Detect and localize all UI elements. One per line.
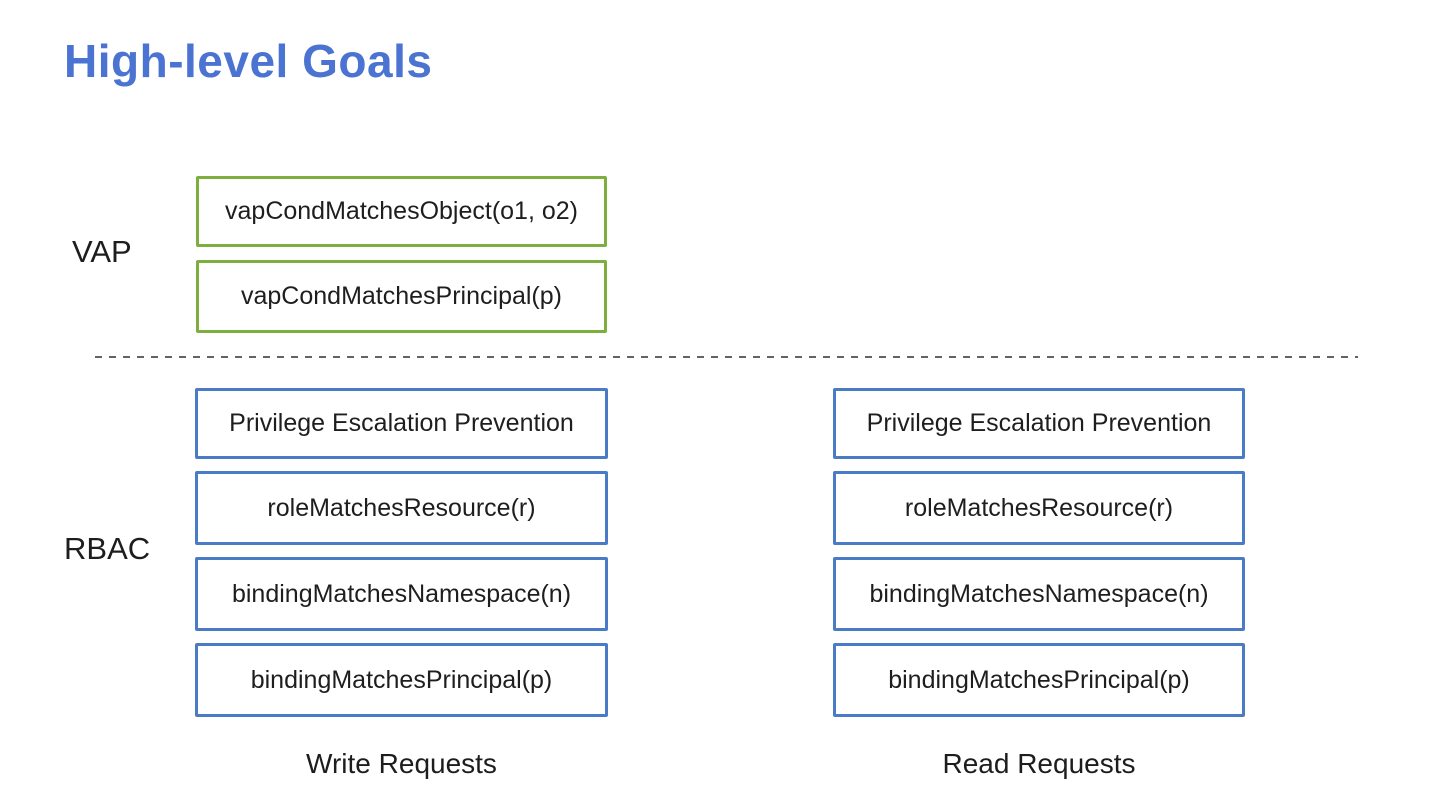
read-box-privilege-escalation-prevention: Privilege Escalation Prevention [833, 388, 1245, 459]
read-box-role-matches-resource: roleMatchesResource(r) [833, 471, 1245, 545]
read-box-binding-matches-namespace: bindingMatchesNamespace(n) [833, 557, 1245, 631]
page-title: High-level Goals [64, 35, 433, 87]
write-box-binding-matches-namespace: bindingMatchesNamespace(n) [195, 557, 608, 631]
vap-section-label: VAP [72, 234, 132, 269]
rbac-section-label: RBAC [64, 531, 151, 566]
vap-box-cond-matches-object: vapCondMatchesObject(o1, o2) [196, 176, 607, 247]
write-box-role-matches-resource: roleMatchesResource(r) [195, 471, 608, 545]
section-divider-dashed-line [95, 356, 1358, 358]
read-box-binding-matches-principal: bindingMatchesPrincipal(p) [833, 643, 1245, 717]
write-box-privilege-escalation-prevention: Privilege Escalation Prevention [195, 388, 608, 459]
write-requests-caption: Write Requests [306, 748, 497, 779]
read-requests-caption: Read Requests [942, 748, 1136, 779]
vap-box-cond-matches-principal: vapCondMatchesPrincipal(p) [196, 260, 607, 333]
write-box-binding-matches-principal: bindingMatchesPrincipal(p) [195, 643, 608, 717]
